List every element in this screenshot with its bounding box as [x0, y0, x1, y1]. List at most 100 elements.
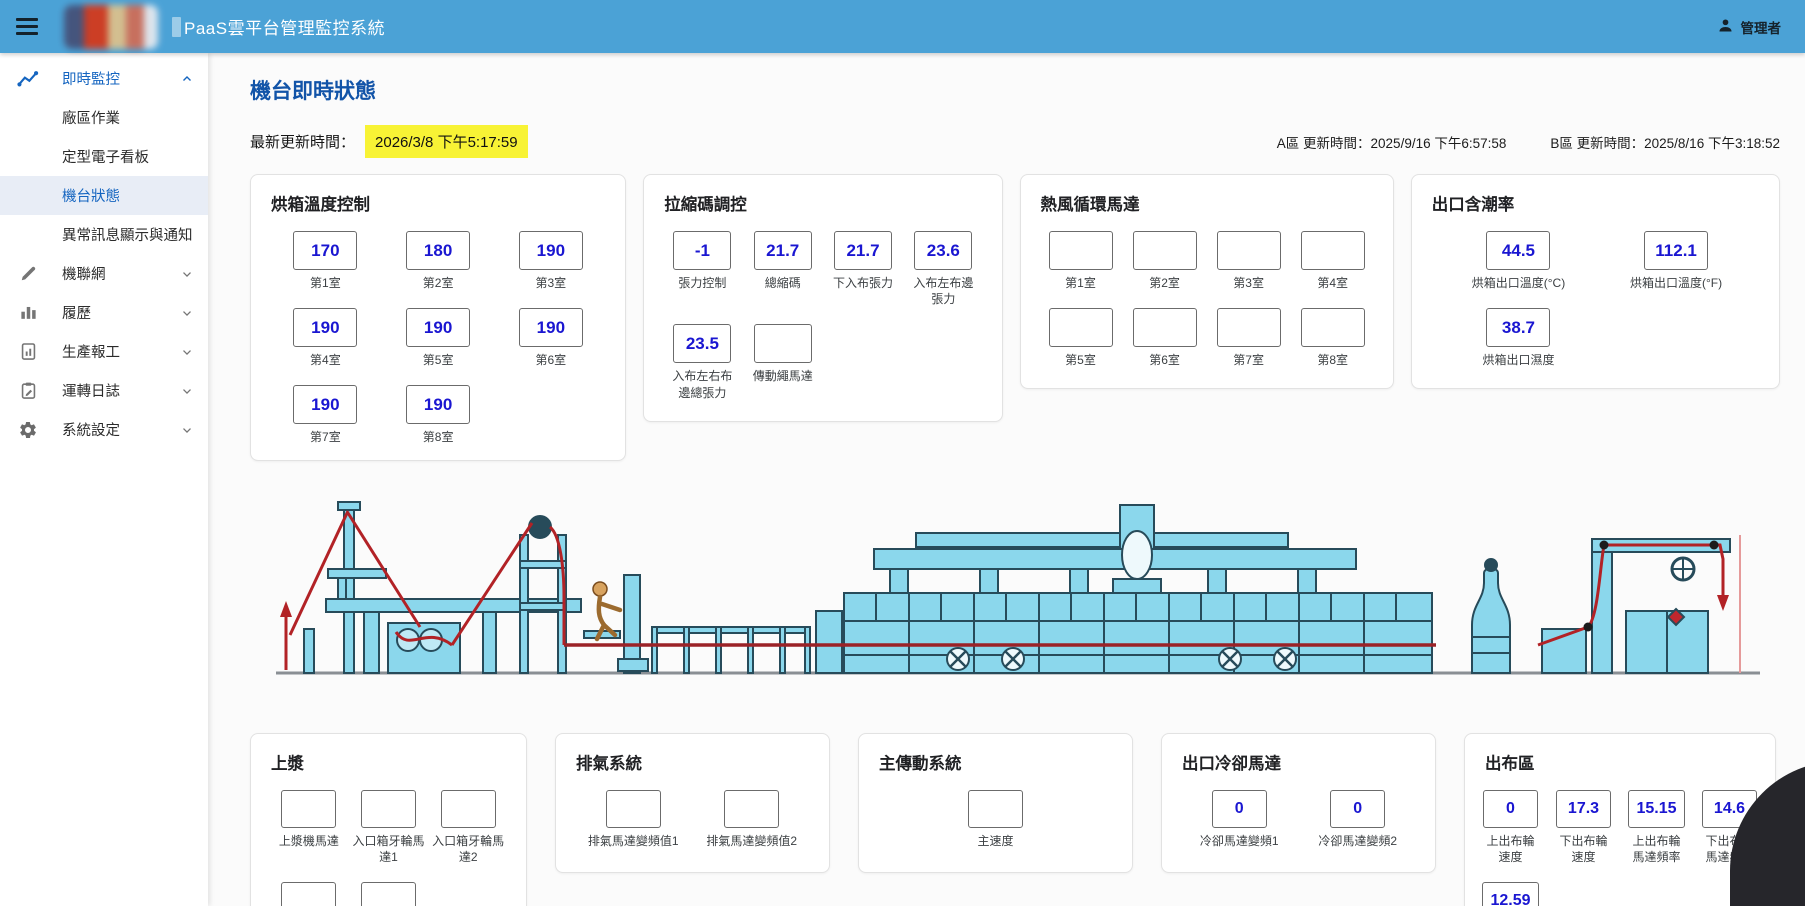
topbar: PaaS雲平台管理監控系統 管理者: [0, 0, 1805, 53]
main-content: 機台即時狀態 最新更新時間： 2026/3/8 下午5:17:59 A區 更新時…: [208, 53, 1805, 906]
chevron-down-icon: [180, 306, 194, 320]
metric-label: 上出布輪速度: [1486, 834, 1535, 865]
sidebar-item-machine-status[interactable]: 機台狀態: [0, 176, 208, 215]
chevron-down-icon: [180, 345, 194, 359]
metric: 第5室: [1048, 308, 1113, 368]
metric-label: 張力控制: [678, 276, 727, 290]
metric-value-box: [360, 882, 416, 906]
sidebar-item-shaping-eboard[interactable]: 定型電子看板: [62, 150, 149, 166]
metric-label: 第5室: [422, 353, 454, 368]
machine-line-diagram: [268, 477, 1768, 687]
metric-label: 第3室: [1233, 276, 1264, 290]
card-title: 拉縮碼調控: [664, 196, 747, 214]
metric: -1 張力控制: [673, 231, 732, 307]
metric: 15.15 上出布輪馬達頻率: [1628, 790, 1686, 865]
metric-value-box: 44.5: [1486, 231, 1551, 270]
metric-grid: -1 張力控制 21.7 總縮碼 21.7 下入布張力: [644, 231, 1001, 401]
metric-value-box: 170: [293, 231, 358, 270]
metric: 23.6 入布左布邊張力: [910, 231, 976, 307]
sidebar-group-realtime-monitor[interactable]: 即時監控: [0, 59, 208, 98]
metric-value-box: [281, 790, 337, 828]
metric: 17.3 下出布輪速度: [1555, 790, 1613, 865]
metric: 190 第5室: [406, 308, 471, 368]
bottom-cards-row: 上漿 上漿機馬達 入口箱牙輪馬達1: [250, 733, 1780, 906]
metric-value-box: [1048, 231, 1113, 270]
worker-figure: [592, 581, 623, 642]
metric: [281, 882, 337, 906]
sidebar-group-label: 履歷: [62, 306, 91, 322]
metric-value-box: 190: [406, 308, 471, 348]
metric-label: 下出布輪速度: [1559, 834, 1608, 865]
sidebar-group-machine-iot[interactable]: 機聯網: [0, 254, 208, 293]
metric-value-box: 0: [1483, 790, 1538, 828]
metric-value-box: [360, 790, 416, 828]
pen-icon: [15, 264, 41, 283]
sidebar-item-alert-notification[interactable]: 異常訊息顯示與通知: [62, 228, 193, 244]
sidebar-group-operation-log[interactable]: 運轉日誌: [0, 371, 208, 410]
chevron-down-icon: [180, 267, 194, 281]
metric-value-box: [1216, 231, 1281, 270]
metric: 180 第2室: [406, 231, 471, 291]
metric-label: 第6室: [535, 353, 567, 368]
metric-value-box: 180: [406, 231, 471, 270]
metric-value-box: 0: [1330, 790, 1386, 828]
sidebar-group-system-settings[interactable]: 系統設定: [0, 410, 208, 449]
metric: 第8室: [1300, 308, 1365, 368]
zone-a-update-time: A區 更新時間：2025/9/16 下午6:57:58: [1276, 135, 1507, 151]
metric-label: 烘箱出口溫度(°C): [1471, 276, 1566, 290]
metric-value-box: [1300, 308, 1365, 348]
card-title: 出口冷卻馬達: [1182, 755, 1281, 773]
metric-label: 第1室: [1065, 276, 1096, 290]
user-menu[interactable]: 管理者: [1717, 17, 1782, 37]
metric-label: 入布左右布邊總張力: [672, 369, 733, 400]
page-title: 機台即時狀態: [250, 80, 376, 103]
card-title: 烘箱溫度控制: [271, 196, 370, 214]
metric-value-box: [1132, 231, 1197, 270]
metric-label: 第2室: [1149, 276, 1180, 290]
hamburger-menu-icon[interactable]: [4, 4, 50, 50]
metric: 38.7 烘箱出口濕度: [1482, 308, 1554, 368]
metric: 第6室: [1132, 308, 1197, 368]
user-label: 管理者: [1740, 20, 1782, 36]
metric: 入口箱牙輪馬達2: [432, 790, 504, 865]
metric-label: 入口箱牙輪馬達2: [432, 834, 505, 865]
clipboard-icon: [15, 381, 41, 400]
metric-value-box: 21.7: [834, 231, 892, 270]
metric: 190 第7室: [293, 385, 358, 445]
sidebar-group-history[interactable]: 履歷: [0, 293, 208, 332]
metric-label: 排氣馬達變頻值1: [587, 834, 679, 848]
metric: 190 第6室: [518, 308, 583, 368]
metric: 第4室: [1300, 231, 1365, 291]
metric: 第7室: [1216, 308, 1281, 368]
metric-value-box: [753, 324, 812, 364]
metric-label: 烘箱出口濕度: [1482, 353, 1555, 368]
metric-label: 上出布輪馬達頻率: [1632, 834, 1681, 865]
metric-value-box: 0: [1211, 790, 1267, 828]
card-title: 出口含潮率: [1431, 196, 1515, 214]
metric: 上漿機馬達: [279, 790, 339, 865]
metric-label: 主速度: [977, 834, 1014, 848]
card-hot-air-circulation-motor: 熱風循環馬達 第1室 第2室: [1019, 174, 1394, 389]
sidebar-item-factory-area[interactable]: 廠區作業: [62, 111, 120, 127]
metric-label: 第3室: [535, 276, 567, 290]
metric-grid: 0 上出布輪速度 17.3 下出布輪速度 15.15 上出布輪馬達頻率: [1465, 790, 1775, 906]
card-sizing: 上漿 上漿機馬達 入口箱牙輪馬達1: [250, 733, 527, 906]
metric-value-box: [605, 790, 661, 828]
sidebar-group-production-report[interactable]: 生產報工: [0, 332, 208, 371]
metric-value-box: 190: [406, 385, 471, 425]
metric: 170 第1室: [293, 231, 358, 291]
app-title-text: PaaS雲平台管理監控系統: [184, 19, 386, 38]
metric-grid: 0 冷卻馬達變頻1 0 冷卻馬達變頻2: [1162, 790, 1435, 849]
metric-label: 冷卻馬達變頻1: [1199, 834, 1279, 848]
sidebar-group-label: 機聯網: [62, 267, 106, 283]
metric-grid: 44.5 烘箱出口溫度(°C) 112.1 烘箱出口溫度(°F) 38.7 烘箱…: [1412, 231, 1779, 368]
metric-value-box: [724, 790, 780, 828]
latest-update-label: 最新更新時間：: [250, 134, 356, 151]
metric-label: 第7室: [1233, 353, 1264, 368]
production-report-icon: [15, 342, 41, 361]
card-title: 出布區: [1485, 755, 1535, 773]
app-title: PaaS雲平台管理監控系統: [172, 14, 385, 39]
sidebar-group-label: 系統設定: [62, 423, 120, 439]
pulse-icon: [15, 70, 41, 88]
metric: 112.1 烘箱出口溫度(°F): [1630, 231, 1722, 291]
